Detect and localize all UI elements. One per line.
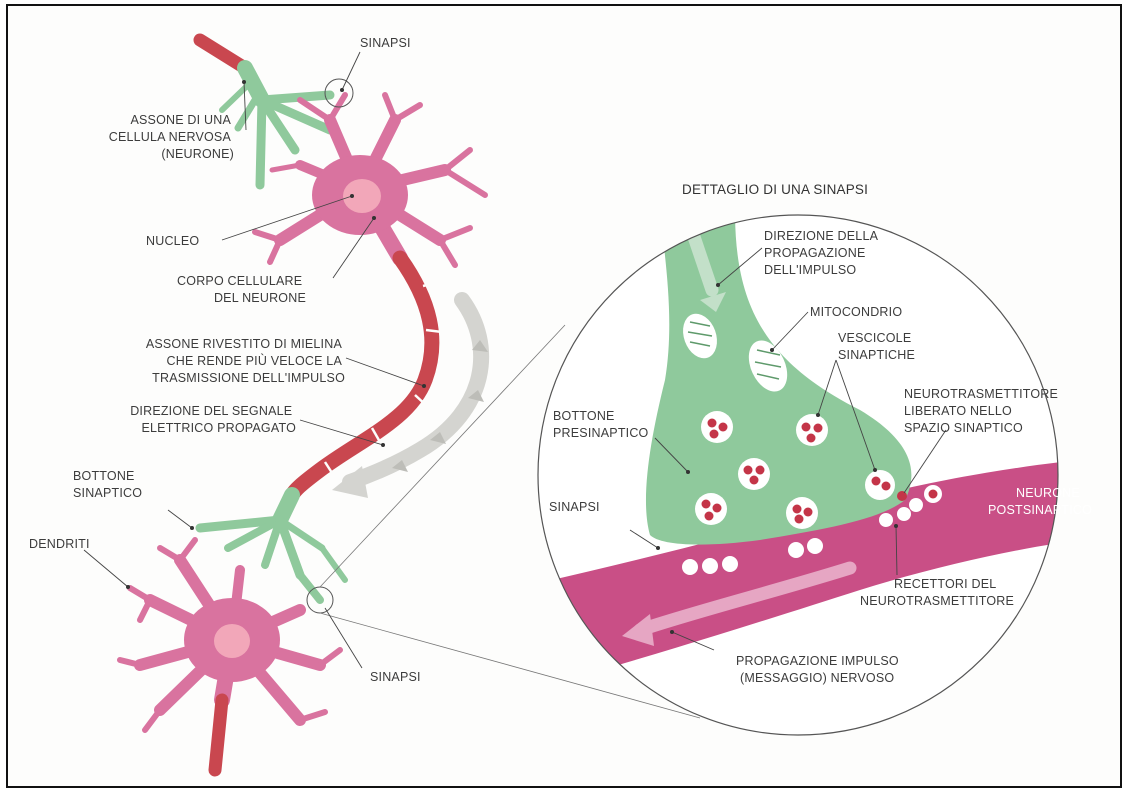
- label-direzione-segnale: DIREZIONE DEL SEGNALE ELETTRICO PROPAGAT…: [130, 404, 296, 435]
- label-sinapsi-top: SINAPSI: [360, 36, 411, 50]
- top-nucleus: [343, 179, 381, 213]
- signal-arrowhead: [332, 466, 368, 498]
- label-corpo-cellulare: CORPO CELLULARE DEL NEURONE: [177, 274, 306, 305]
- bottom-outgoing-axon: [215, 700, 222, 770]
- label-mitocondrio: MITOCONDRIO: [810, 305, 902, 319]
- label-nucleo: NUCLEO: [146, 234, 199, 248]
- bottom-axon-terminal: [200, 495, 345, 600]
- label-bottone-sinaptico: BOTTONE SINAPTICO: [73, 469, 142, 500]
- label-assone: ASSONE DI UNA CELLULA NERVOSA (NEURONE): [109, 113, 234, 161]
- label-sinapsi-detail: SINAPSI: [549, 500, 600, 514]
- zoom-line-top: [320, 325, 565, 587]
- bottom-nucleus: [214, 624, 250, 658]
- label-mielina: ASSONE RIVESTITO DI MIELINA CHE RENDE PI…: [146, 337, 345, 385]
- label-sinapsi-bottom: SINAPSI: [370, 670, 421, 684]
- detail-title: DETTAGLIO DI UNA SINAPSI: [682, 182, 868, 197]
- label-dendriti: DENDRITI: [29, 537, 90, 551]
